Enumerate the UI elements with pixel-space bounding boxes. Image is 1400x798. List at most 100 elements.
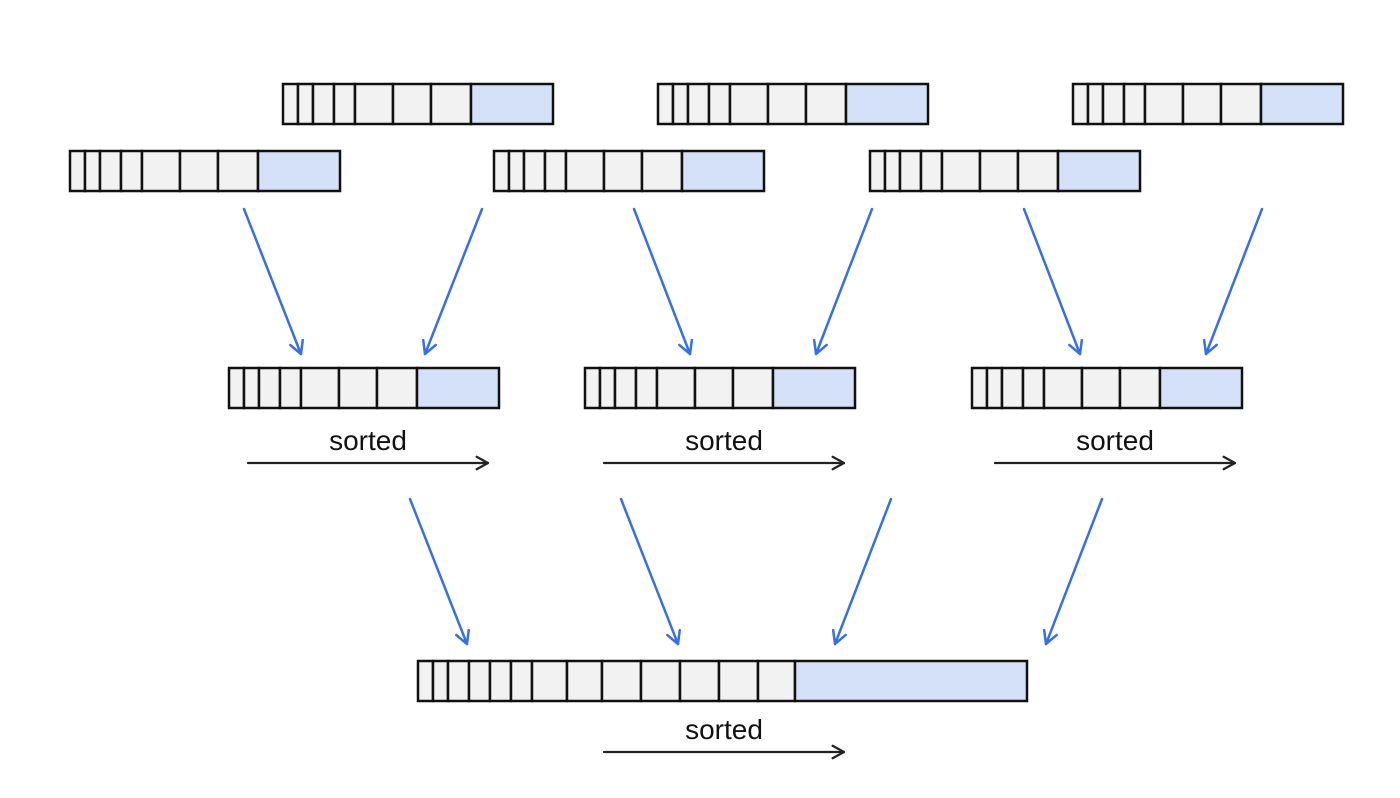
array-cell <box>940 149 982 193</box>
merge-arrow-3 <box>632 207 694 356</box>
array-cell <box>766 82 808 126</box>
sorted-direction-arrow-final <box>602 744 846 760</box>
input-array-b1 <box>656 82 930 126</box>
array-cell <box>678 659 721 703</box>
array-cell <box>671 82 690 126</box>
input-array-b2 <box>492 149 766 193</box>
array-cell <box>1181 82 1223 126</box>
array-tail-block <box>469 82 555 126</box>
array-tail-block <box>256 149 342 193</box>
array-cell <box>278 366 303 410</box>
merge-arrow-1 <box>242 207 305 356</box>
array-cell <box>640 149 684 193</box>
sorted-direction-arrow-group-2 <box>602 455 846 471</box>
merged-array-2 <box>583 366 857 410</box>
array-cell <box>804 82 848 126</box>
array-cell <box>639 659 682 703</box>
array-cell <box>431 659 450 703</box>
input-array-a2 <box>68 149 342 193</box>
array-cell <box>391 82 433 126</box>
array-cell <box>707 82 732 126</box>
final-array <box>416 659 1029 703</box>
array-cell <box>868 149 887 193</box>
array-cell <box>598 366 617 410</box>
array-cell <box>565 659 604 703</box>
array-tail-block <box>771 366 857 410</box>
array-tail-block <box>1259 82 1345 126</box>
array-cell <box>507 149 526 193</box>
array-cell <box>296 82 315 126</box>
array-cell <box>257 366 282 410</box>
sorted-direction-arrow-group-1 <box>246 455 490 471</box>
array-tail-block <box>1056 149 1142 193</box>
array-cell <box>717 659 760 703</box>
array-cell <box>467 659 492 703</box>
array-cell <box>227 366 246 410</box>
array-cell <box>429 82 473 126</box>
array-cell <box>178 149 220 193</box>
array-cell <box>898 149 923 193</box>
array-cell <box>446 659 471 703</box>
array-cell <box>509 659 534 703</box>
array-cell <box>119 149 144 193</box>
input-array-c2 <box>868 149 1142 193</box>
merged-array-3 <box>970 366 1244 410</box>
array-cell <box>1118 366 1162 410</box>
array-cell <box>1086 82 1105 126</box>
sorted-direction-arrow-group-3 <box>993 455 1237 471</box>
array-tail-block <box>1158 366 1244 410</box>
order-arrows-layer <box>246 455 1237 760</box>
array-cell <box>353 82 395 126</box>
array-cell <box>375 366 419 410</box>
array-cell <box>583 366 602 410</box>
array-cell <box>1122 82 1147 126</box>
array-cell <box>985 366 1004 410</box>
array-cell <box>216 149 260 193</box>
array-cell <box>1071 82 1090 126</box>
array-cell <box>299 366 341 410</box>
array-cell <box>530 659 569 703</box>
sorted-label-group-1: sorted <box>329 425 407 456</box>
array-cell <box>1143 82 1185 126</box>
array-cell <box>731 366 775 410</box>
merge-arrow-9 <box>831 497 893 646</box>
merge-arrow-10 <box>1042 497 1104 646</box>
array-cell <box>970 366 989 410</box>
sorted-label-group-2: sorted <box>685 425 763 456</box>
array-cell <box>488 659 513 703</box>
array-tail-block <box>844 82 930 126</box>
array-cell <box>242 366 261 410</box>
array-cell <box>311 82 336 126</box>
merge-arrow-7 <box>408 497 471 646</box>
array-cell <box>1021 366 1046 410</box>
array-cell <box>1101 82 1126 126</box>
array-cell <box>919 149 944 193</box>
array-cell <box>602 149 644 193</box>
sorted-label-group-3: sorted <box>1076 425 1154 456</box>
array-cell <box>693 366 735 410</box>
array-cell <box>1000 366 1025 410</box>
array-cell <box>416 659 435 703</box>
array-cell <box>728 82 770 126</box>
array-cell <box>564 149 606 193</box>
array-cell <box>883 149 902 193</box>
array-tail-block <box>793 659 1029 703</box>
merge-arrow-6 <box>1202 207 1264 356</box>
array-cell <box>1080 366 1122 410</box>
array-cell <box>1016 149 1060 193</box>
merged-array-1 <box>227 366 501 410</box>
array-cell <box>686 82 711 126</box>
array-tail-block <box>680 149 766 193</box>
array-cell <box>68 149 87 193</box>
array-tail-block <box>415 366 501 410</box>
array-cell <box>756 659 797 703</box>
array-cell <box>337 366 379 410</box>
input-array-c1 <box>1071 82 1345 126</box>
array-cell <box>140 149 182 193</box>
merge-arrow-5 <box>1022 207 1084 356</box>
array-cell <box>655 366 697 410</box>
array-cell <box>332 82 357 126</box>
array-cell <box>83 149 102 193</box>
array-cell <box>634 366 659 410</box>
